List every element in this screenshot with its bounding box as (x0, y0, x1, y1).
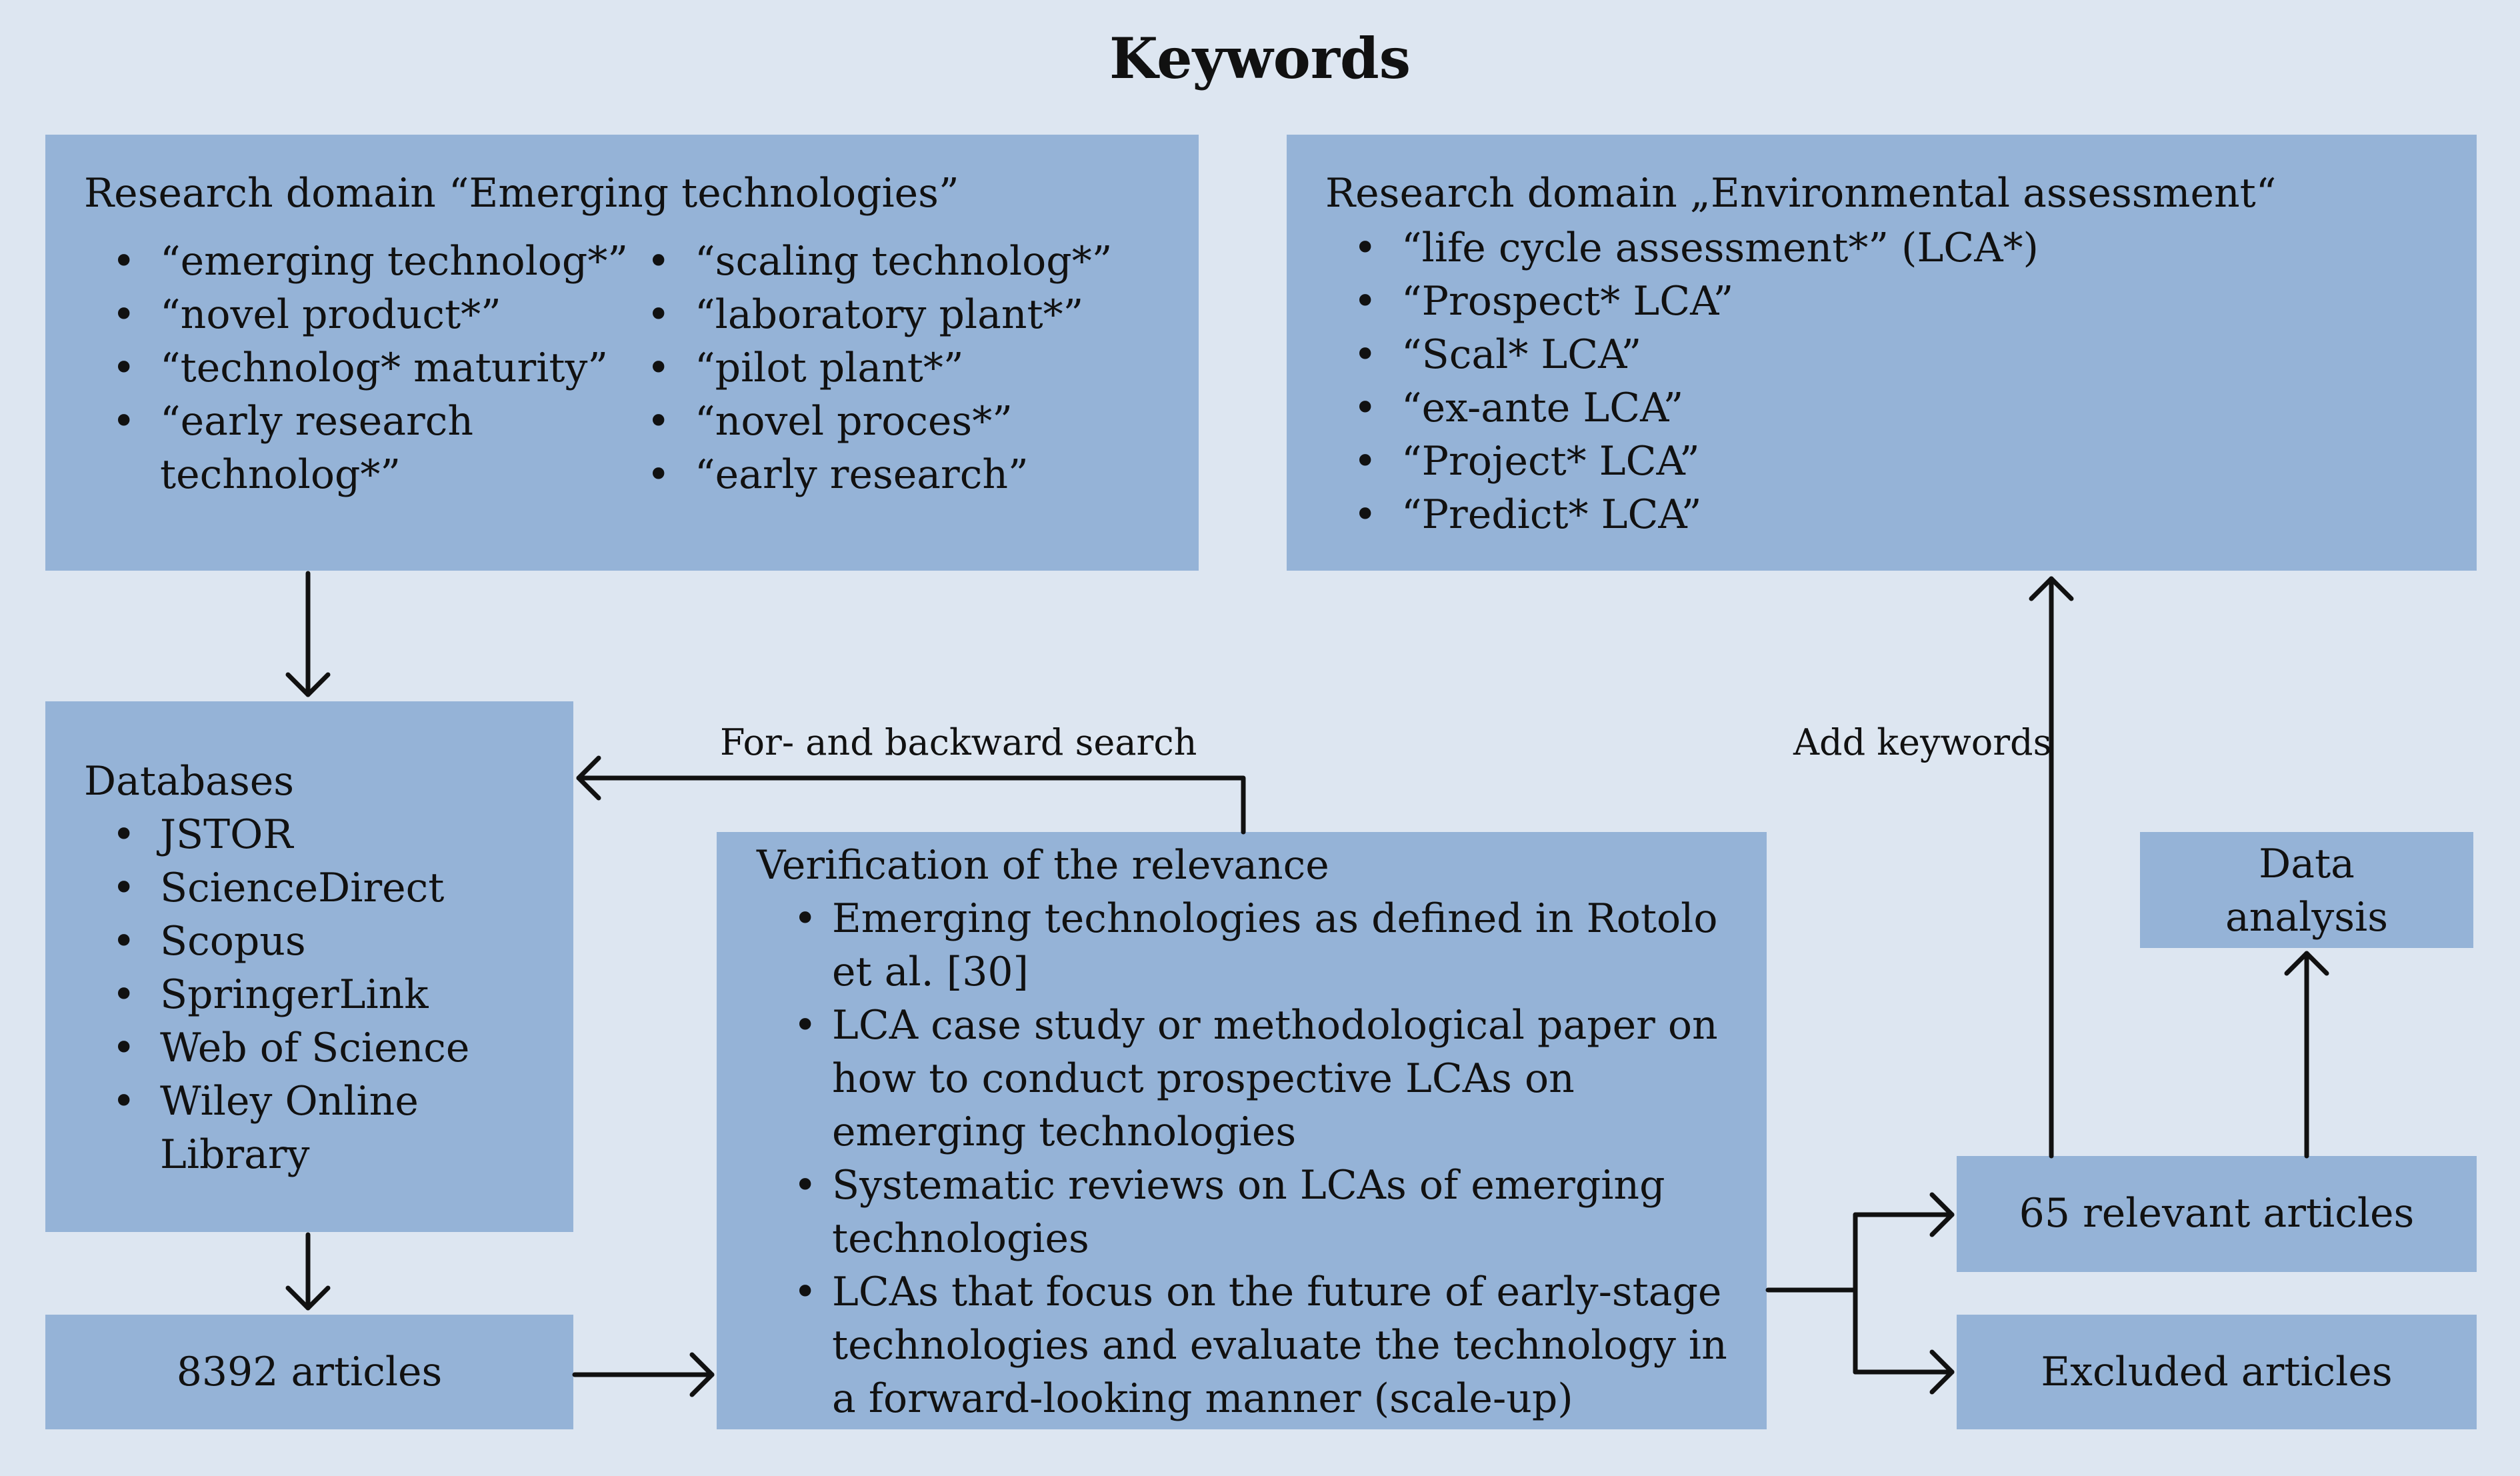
keyword-item: “ex-ante LCA” (1325, 381, 2039, 435)
keyword-item: “Predict* LCA” (1325, 488, 2039, 541)
criterion-text: technologies (832, 1215, 1089, 1262)
keyword-item: “early research” (619, 448, 1112, 501)
relevant-articles-box: 65 relevant articles (1957, 1156, 2477, 1272)
database-item: ScienceDirect (84, 861, 469, 915)
emerging-technologies-box: Research domain “Emerging technologies” … (45, 135, 1199, 571)
database-item: Web of Science (84, 1021, 469, 1075)
keyword-item-continuation: technolog*” (160, 451, 401, 498)
keyword-item: “novel proces*” (619, 395, 1112, 448)
verification-box: Verification of the relevance • Emerging… (717, 832, 1767, 1429)
keyword-item: “early research (84, 395, 628, 448)
keyword-item: “emerging technolog*” (84, 235, 628, 288)
add-keywords-label: Add keywords (1793, 721, 2052, 763)
environmental-assessment-box: Research domain „Environmental assessmen… (1287, 135, 2477, 571)
database-item: JSTOR (84, 808, 469, 861)
environmental-keywords: “life cycle assessment*” (LCA*) “Prospec… (1325, 221, 2039, 541)
data-analysis-line1: Data (2259, 841, 2355, 887)
criterion-text: a forward-looking manner (scale-up) (832, 1375, 1573, 1422)
backward-search-label: For- and backward search (720, 721, 1197, 763)
keyword-item: “technolog* maturity” (84, 341, 628, 395)
criterion-text: technologies and evaluate the technology… (832, 1322, 1727, 1369)
data-analysis-box: Data analysis (2140, 832, 2473, 948)
databases-box: Databases JSTOR ScienceDirect Scopus Spr… (45, 701, 573, 1232)
verification-heading: Verification of the relevance (757, 842, 1329, 889)
criterion-bullet: • (793, 1269, 817, 1315)
criterion-bullet: • (793, 1162, 817, 1209)
keyword-item: “life cycle assessment*” (LCA*) (1325, 221, 2039, 275)
excluded-articles-label: Excluded articles (2041, 1349, 2393, 1395)
database-item: SpringerLink (84, 968, 469, 1021)
excluded-articles-box: Excluded articles (1957, 1315, 2477, 1429)
criterion-bullet: • (793, 895, 817, 942)
criterion-text: et al. [30] (832, 949, 1029, 995)
criterion-text: LCA case study or methodological paper o… (832, 1002, 1718, 1049)
emerging-keywords-col1: “emerging technolog*” “novel product*” “… (84, 235, 628, 448)
criterion-text: Emerging technologies as defined in Roto… (832, 895, 1718, 942)
arrow-backward-search (576, 775, 1246, 835)
database-item: Scopus (84, 915, 469, 968)
keyword-item: “novel product*” (84, 288, 628, 341)
emerging-technologies-heading: Research domain “Emerging technologies” (84, 170, 959, 217)
keyword-item: “pilot plant*” (619, 341, 1112, 395)
keyword-item: “Project* LCA” (1325, 435, 2039, 488)
criterion-text: Systematic reviews on LCAs of emerging (832, 1162, 1665, 1209)
databases-list: JSTOR ScienceDirect Scopus SpringerLink … (84, 808, 469, 1128)
keyword-item: “scaling technolog*” (619, 235, 1112, 288)
database-item-continuation: Library (160, 1131, 310, 1178)
data-analysis-line2: analysis (2225, 894, 2389, 941)
keyword-item: “Prospect* LCA” (1325, 275, 2039, 328)
criterion-bullet: • (793, 1002, 817, 1049)
articles-count-box: 8392 articles (45, 1315, 573, 1429)
articles-count-label: 8392 articles (176, 1349, 443, 1395)
database-item: Wiley Online (84, 1075, 469, 1128)
criterion-text: how to conduct prospective LCAs on (832, 1055, 1575, 1102)
diagram-title: Keywords (1109, 25, 1411, 91)
emerging-keywords-col2: “scaling technolog*” “laboratory plant*”… (619, 235, 1112, 501)
environmental-assessment-heading: Research domain „Environmental assessmen… (1325, 170, 2277, 217)
criterion-text: LCAs that focus on the future of early-s… (832, 1269, 1722, 1315)
relevant-articles-label: 65 relevant articles (2019, 1190, 2415, 1237)
keyword-item: “laboratory plant*” (619, 288, 1112, 341)
databases-heading: Databases (84, 758, 295, 805)
keyword-item: “Scal* LCA” (1325, 328, 2039, 381)
criterion-text: emerging technologies (832, 1109, 1297, 1155)
